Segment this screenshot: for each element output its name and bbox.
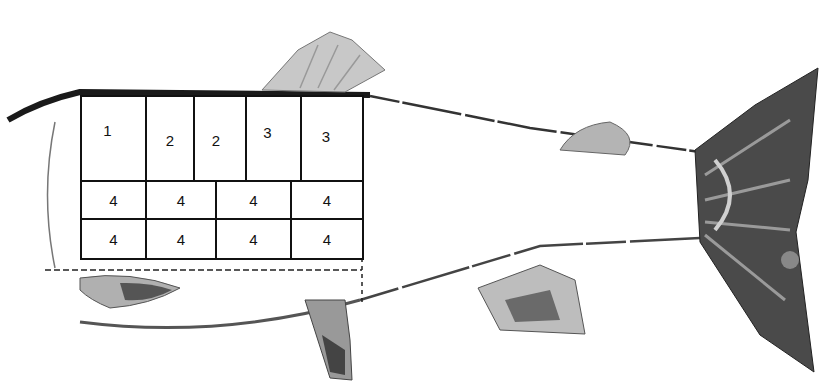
callout-number: 4 [177, 232, 185, 247]
callout-number: 1 [103, 123, 111, 138]
grid-cell: 4 [215, 218, 292, 260]
callout-number: 4 [249, 193, 257, 208]
grid-cell: 1 [80, 95, 147, 182]
callout-number: 3 [322, 129, 330, 144]
grid-cell: 2 [145, 95, 195, 182]
callout-number: 2 [166, 133, 174, 148]
grid-cell: 4 [80, 180, 147, 220]
callout-number: 4 [249, 232, 257, 247]
grid-cell: 4 [145, 218, 217, 260]
grid-cell: 4 [290, 180, 364, 220]
grid-cell: 3 [300, 95, 364, 182]
grid-cell: 4 [80, 218, 147, 260]
callout-number: 4 [109, 232, 117, 247]
callout-number: 4 [323, 232, 331, 247]
callout-number: 4 [177, 193, 185, 208]
grid-cell: 4 [215, 180, 292, 220]
callout-number: 3 [263, 125, 271, 140]
grid-cell: 4 [290, 218, 364, 260]
grid-cell: 3 [245, 95, 302, 182]
grid-cell: 2 [193, 95, 247, 182]
callout-number: 2 [212, 133, 220, 148]
callout-number: 4 [109, 193, 117, 208]
callout-number: 4 [323, 193, 331, 208]
grid-cell: 4 [145, 180, 217, 220]
